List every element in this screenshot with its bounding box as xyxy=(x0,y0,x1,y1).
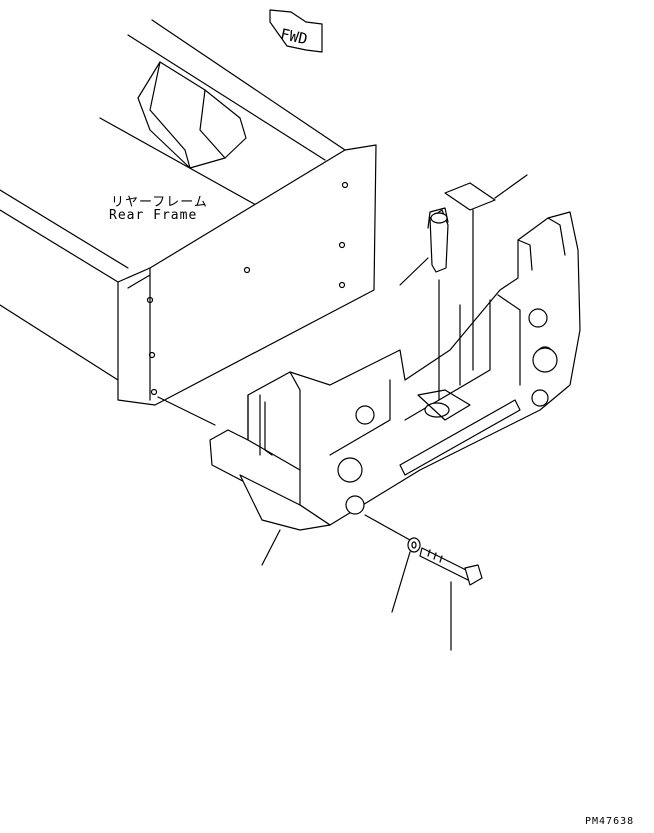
bolt xyxy=(419,547,483,651)
rear-frame-label-en: Rear Frame xyxy=(109,208,198,223)
rear-frame xyxy=(0,19,377,406)
fwd-arrow-icon: FWD xyxy=(269,9,323,53)
counterweight-leader xyxy=(261,529,281,566)
lock-pin xyxy=(399,207,449,401)
fwd-arrow-text: FWD xyxy=(279,25,309,48)
drawing-code: PM47638 xyxy=(585,816,635,827)
rear-frame-label-jp: リヤーフレーム xyxy=(111,195,208,210)
cover-plate xyxy=(444,174,528,371)
counterweight xyxy=(209,211,581,531)
washer xyxy=(391,537,421,613)
